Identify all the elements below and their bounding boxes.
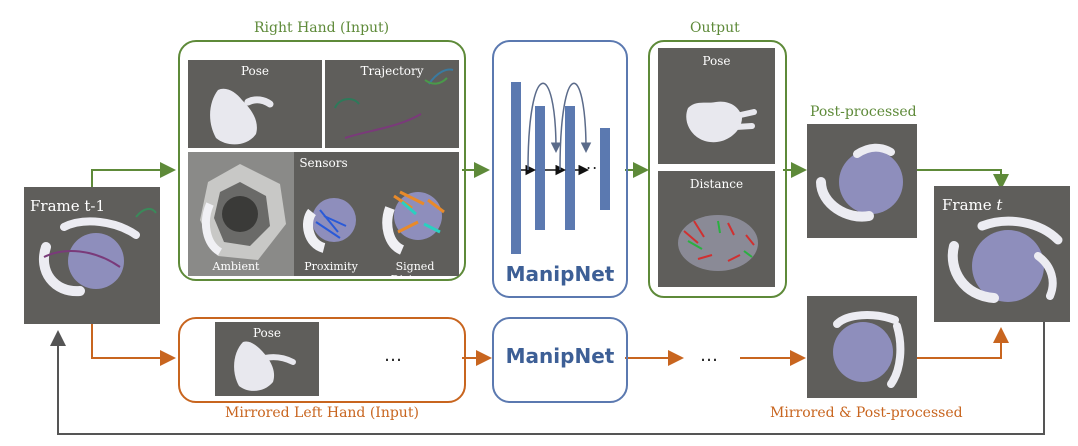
trajectory-panel: Trajectory xyxy=(325,60,459,148)
pose-label: Pose xyxy=(240,64,270,78)
post-processed-title: Post-processed xyxy=(810,104,917,120)
output-pose-label: Pose xyxy=(702,54,731,68)
manipnet-box-bottom xyxy=(492,317,628,403)
frame-prev-panel: Frame t-1 xyxy=(24,187,160,324)
left-pose-label: Pose xyxy=(252,326,282,340)
right-hand-input-box xyxy=(178,40,466,281)
left-ellipsis: … xyxy=(384,345,403,366)
proximity-label: Proximity xyxy=(304,260,358,273)
frame-next-panel: Frame t xyxy=(934,186,1070,322)
bottom-ellipsis: … xyxy=(700,345,719,366)
mirrored-post-processed-panel xyxy=(807,296,917,398)
frame-next-prefix: Frame xyxy=(942,196,997,214)
manipnet-box-top xyxy=(492,40,628,298)
left-hand-pose-image xyxy=(234,341,296,391)
output-hand-image xyxy=(686,101,757,143)
manipnet-label-bottom: ManipNet xyxy=(505,344,615,368)
output-box xyxy=(648,40,787,298)
frame-next-image xyxy=(947,216,1063,303)
frame-prev-label: Frame t-1 xyxy=(30,197,106,215)
output-title: Output xyxy=(690,20,740,36)
mirrored-post-processed-image xyxy=(833,311,905,388)
sensors-label: Sensors xyxy=(299,156,348,170)
post-processed-panel xyxy=(807,124,917,238)
hand-pose-image xyxy=(210,88,274,145)
frame-next-var: t xyxy=(996,196,1003,214)
pose-panel: Pose xyxy=(188,60,322,148)
post-processed-image xyxy=(816,143,903,222)
frame-prev-image xyxy=(39,207,157,297)
network-ellipsis: .. xyxy=(586,154,599,173)
left-pose-panel: Pose xyxy=(215,322,319,396)
mirrored-left-title: Mirrored Left Hand (Input) xyxy=(225,405,419,421)
trajectory-label: Trajectory xyxy=(360,64,424,78)
signed-distance-label: Signed Distance xyxy=(391,260,440,276)
distance-label: Distance xyxy=(689,177,744,191)
output-pose-panel: Pose xyxy=(658,48,775,164)
sensors-panel: Sensors Ambient Proximity Signed Distanc… xyxy=(188,152,459,276)
frame-next-label: Frame t xyxy=(942,196,1002,214)
manipnet-label-top: ManipNet xyxy=(505,262,615,286)
right-hand-title: Right Hand (Input) xyxy=(254,20,390,36)
distance-image xyxy=(678,215,758,271)
mirrored-left-hand-box xyxy=(178,317,466,403)
trajectory-image xyxy=(334,68,454,139)
ambient-label: Ambient xyxy=(212,260,260,273)
mirrored-post-title: Mirrored & Post-processed xyxy=(770,405,963,421)
sensors-image xyxy=(188,152,445,276)
distance-panel: Distance xyxy=(658,171,775,287)
